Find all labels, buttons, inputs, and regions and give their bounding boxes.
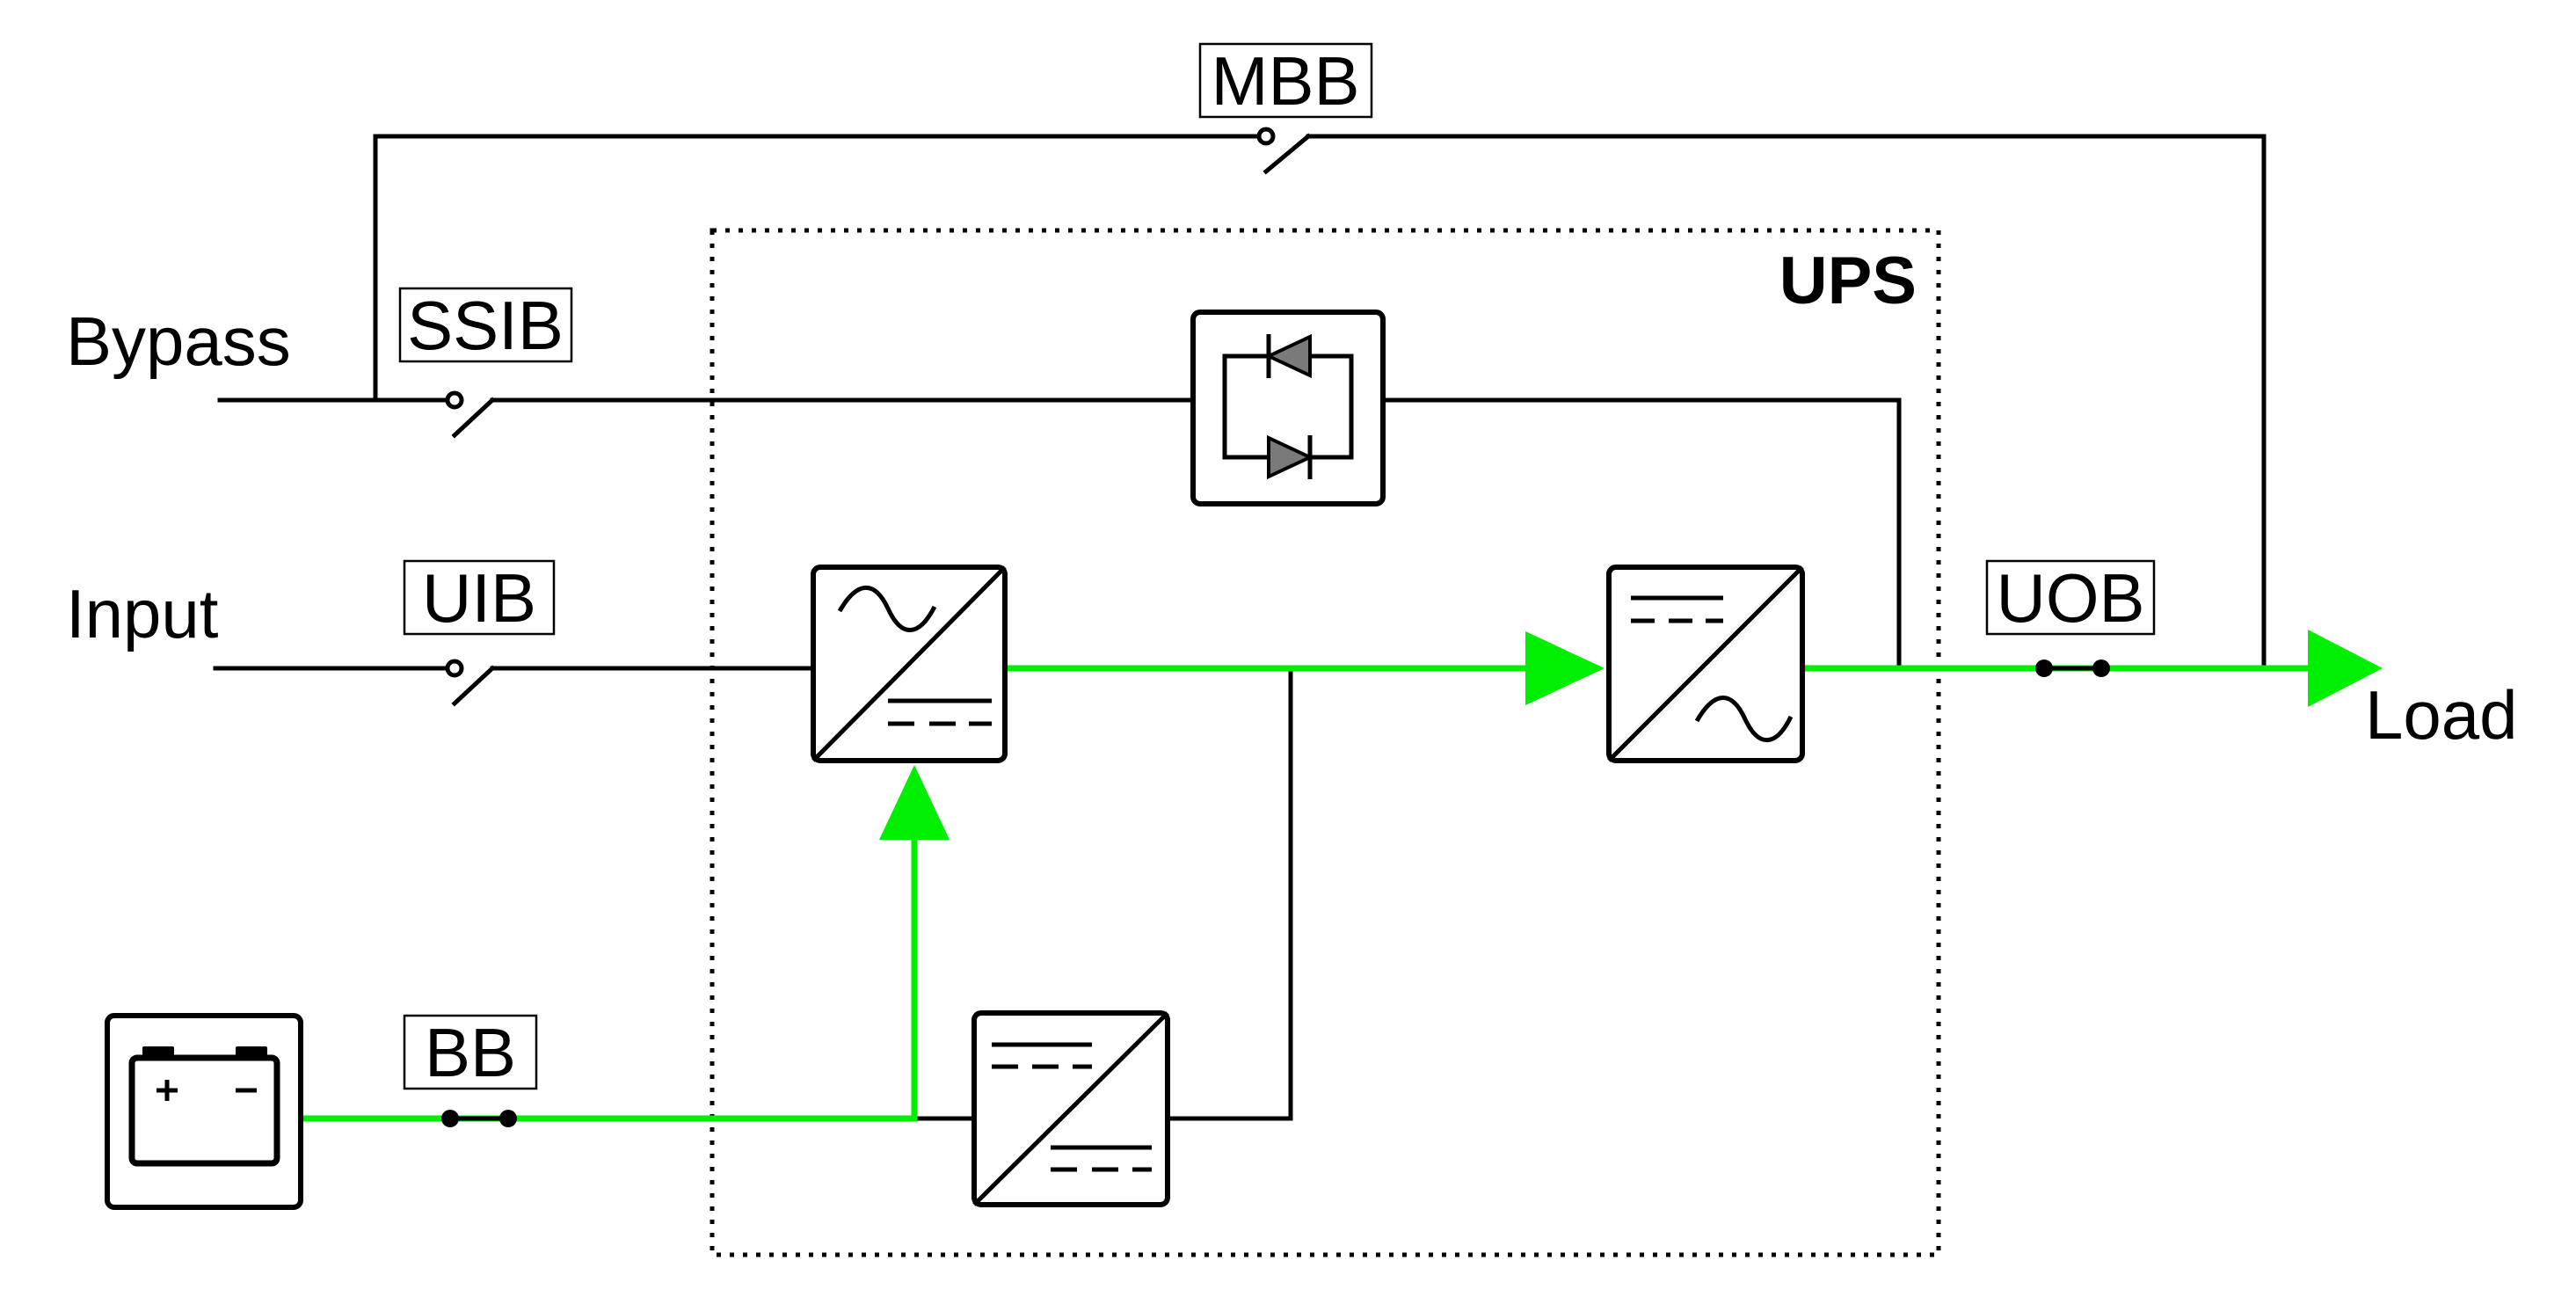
uib-tag: UIB — [422, 559, 536, 637]
load-label: Load — [2365, 676, 2518, 754]
ups-label: UPS — [1779, 244, 1917, 318]
mbb-line — [373, 134, 1269, 403]
bb-tag: BB — [425, 1014, 516, 1091]
mbb-tag-box — [1198, 42, 1373, 119]
ac-dc-converter-icon — [811, 565, 1008, 763]
rectifier-arrow — [879, 765, 950, 840]
ups-enclosure — [709, 228, 1941, 1257]
uib-switch — [445, 659, 496, 707]
mbb-switch — [1256, 127, 1312, 175]
uib-tag-box — [403, 559, 556, 636]
bb-tag-box — [403, 1014, 538, 1090]
uob-tag: UOB — [1996, 559, 2144, 637]
ssib-tag-box — [398, 287, 573, 363]
dc-bus-tap — [1165, 666, 1293, 1121]
bb-breaker — [441, 1110, 517, 1127]
ssib-switch — [445, 390, 496, 439]
uob-tag-box — [1985, 559, 2156, 636]
dc-dc-converter-icon — [971, 1010, 1170, 1207]
load-arrow — [2308, 630, 2383, 707]
ssib-tag: SSIB — [407, 287, 564, 364]
static-switch-icon — [1190, 310, 1386, 506]
bypass-label: Bypass — [66, 302, 291, 380]
battery-icon — [105, 1013, 303, 1210]
inverter-arrow — [1525, 631, 1605, 705]
input-label: Input — [66, 575, 219, 652]
uob-breaker — [2035, 659, 2110, 677]
mbb-line-right — [1306, 134, 2267, 671]
dc-ac-converter-icon — [1606, 565, 1805, 763]
battery-flow — [303, 822, 918, 1122]
static-switch-out-line — [1380, 397, 1902, 671]
mbb-tag: MBB — [1211, 42, 1359, 120]
